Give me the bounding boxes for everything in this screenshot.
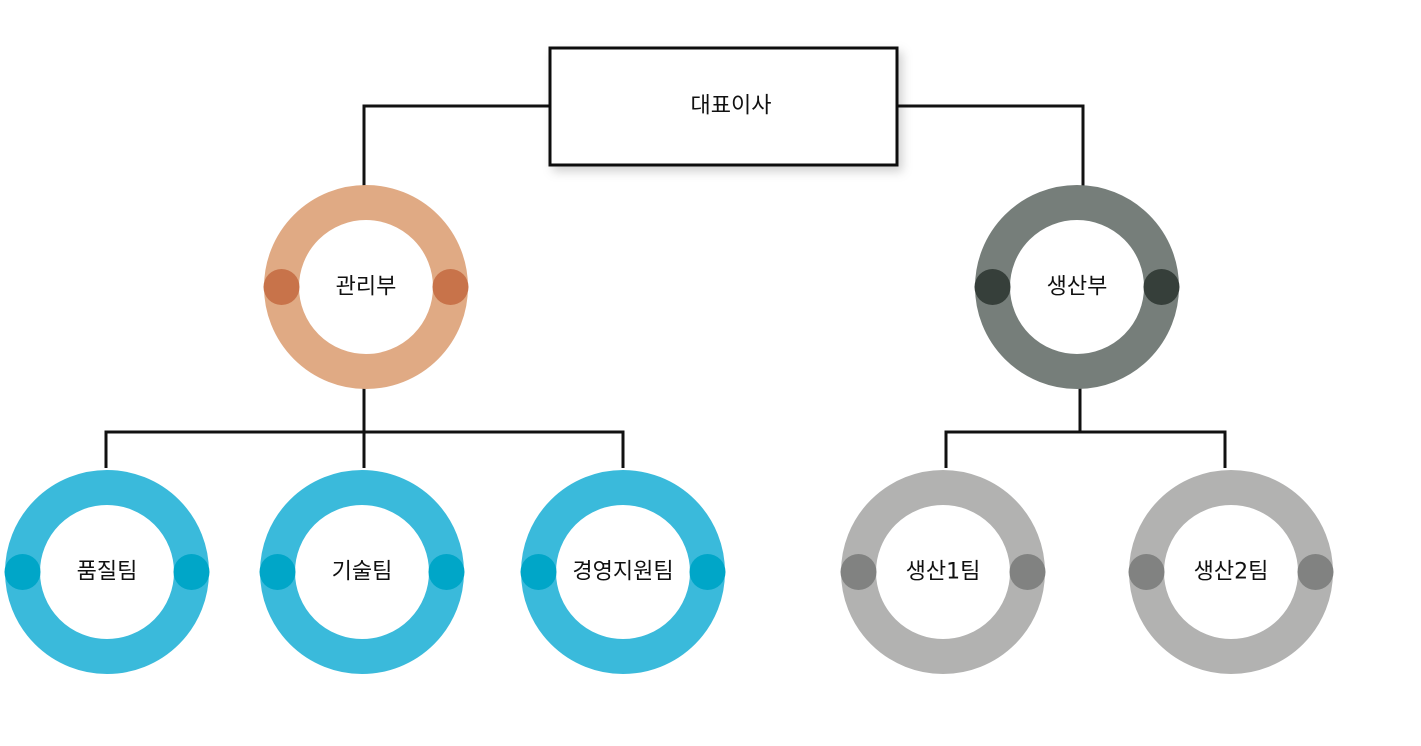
left-dot [840, 554, 877, 590]
node-label: 생산1팀 [906, 560, 981, 585]
left-dot [1128, 554, 1165, 590]
connector-production-teams [944, 430, 1227, 468]
team-node[interactable]: 경영지원팀 [520, 470, 726, 674]
node-label: 생산2팀 [1194, 560, 1269, 585]
right-dot [432, 269, 469, 305]
node-label: 기술팀 [332, 560, 393, 585]
department-node[interactable]: 생산부 [974, 185, 1180, 389]
right-dot [1297, 554, 1334, 590]
left-dot [259, 554, 296, 590]
connector-ceo-admin [362, 104, 550, 188]
department-node[interactable]: 관리부 [263, 185, 469, 389]
left-dot [974, 269, 1011, 305]
left-dot [263, 269, 300, 305]
node-label: 생산부 [1047, 275, 1108, 300]
team-node[interactable]: 품질팀 [4, 470, 210, 674]
left-dot [520, 554, 557, 590]
team-node[interactable]: 생산1팀 [840, 470, 1046, 674]
right-dot [173, 554, 210, 590]
left-dot [4, 554, 41, 590]
connector-lines [104, 104, 1227, 468]
node-label: 관리부 [336, 275, 397, 300]
right-dot [1009, 554, 1046, 590]
team-node[interactable]: 기술팀 [259, 470, 465, 674]
ceo-label: 대표이사 [691, 94, 772, 119]
team-node[interactable]: 생산2팀 [1128, 470, 1334, 674]
connector-ceo-production [897, 104, 1085, 188]
right-dot [1143, 269, 1180, 305]
node-label: 품질팀 [77, 560, 138, 585]
right-dot [689, 554, 726, 590]
ceo-box[interactable]: 대표이사 [548, 46, 899, 167]
right-dot [428, 554, 465, 590]
node-label: 경영지원팀 [572, 560, 673, 585]
